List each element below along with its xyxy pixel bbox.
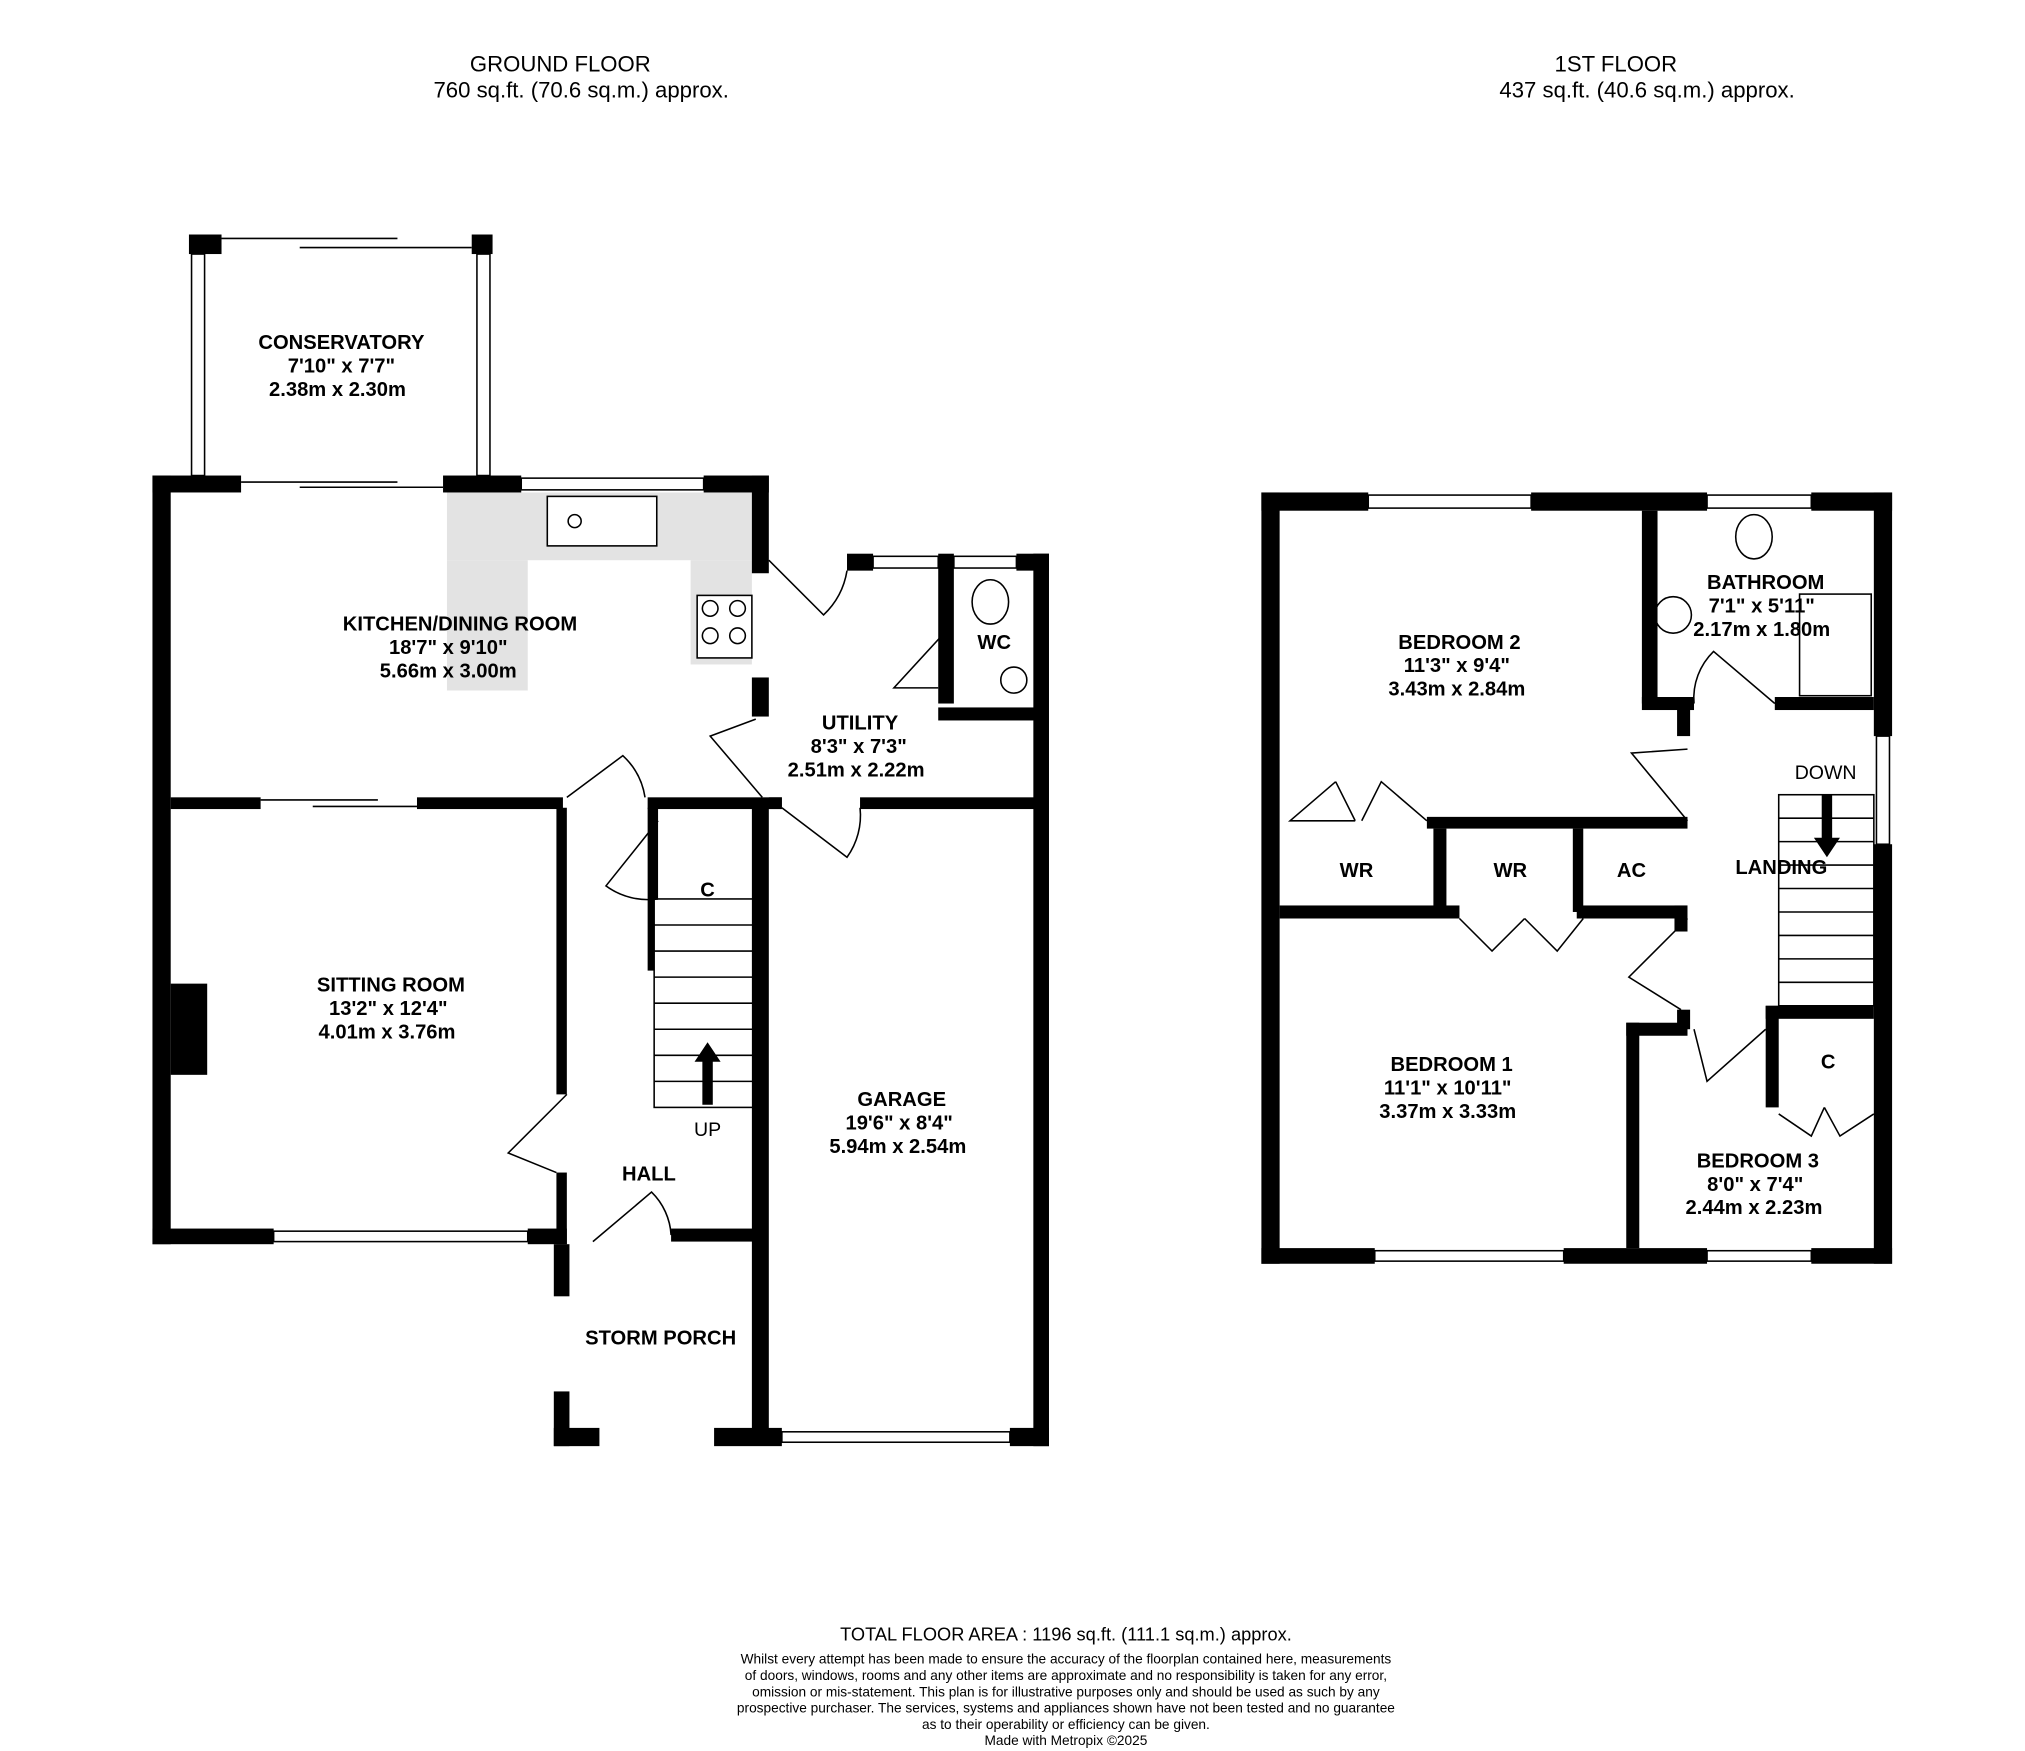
wc-label: WC — [977, 632, 1011, 654]
disclaimer-line: as to their operability or efficiency ca… — [922, 1717, 1210, 1732]
svg-text:7'1" x 5'11": 7'1" x 5'11" — [1709, 595, 1815, 617]
svg-text:8'3" x 7'3": 8'3" x 7'3" — [811, 736, 907, 758]
svg-text:5.94m x 2.54m: 5.94m x 2.54m — [829, 1136, 966, 1158]
svg-text:8'0" x 7'4": 8'0" x 7'4" — [1707, 1174, 1803, 1196]
sitting-room-label: SITTING ROOM 13'2" x 12'4" 4.01m x 3.76m — [317, 974, 465, 1043]
disclaimer-line: prospective purchaser. The services, sys… — [737, 1701, 1395, 1716]
svg-text:5.66m x 3.00m: 5.66m x 3.00m — [380, 660, 517, 682]
svg-text:2.44m x 2.23m: 2.44m x 2.23m — [1685, 1197, 1822, 1219]
conservatory-label: CONSERVATORY 7'10" x 7'7" 2.38m x 2.30m — [258, 332, 425, 401]
svg-text:BEDROOM 2: BEDROOM 2 — [1398, 632, 1520, 654]
airing-cupboard-label: AC — [1617, 860, 1647, 882]
svg-text:KITCHEN/DINING ROOM: KITCHEN/DINING ROOM — [343, 614, 577, 636]
first-floor-title: 1ST FLOOR — [1555, 52, 1678, 77]
bathroom-label: BATHROOM 7'1" x 5'11" 2.17m x 1.80m — [1693, 572, 1830, 641]
svg-text:3.43m x 2.84m: 3.43m x 2.84m — [1388, 679, 1525, 701]
cupboard-label-first: C — [1821, 1051, 1836, 1073]
storm-porch-label: STORM PORCH — [585, 1328, 736, 1350]
svg-text:4.01m x 3.76m: 4.01m x 3.76m — [319, 1021, 456, 1043]
svg-text:GARAGE: GARAGE — [857, 1089, 946, 1111]
garage-label: GARAGE 19'6" x 8'4" 5.94m x 2.54m — [829, 1089, 966, 1158]
svg-text:BATHROOM: BATHROOM — [1707, 572, 1824, 594]
svg-text:13'2" x 12'4": 13'2" x 12'4" — [329, 998, 448, 1020]
utility-label: UTILITY 8'3" x 7'3" 2.51m x 2.22m — [788, 713, 925, 782]
wardrobe-1-label: WR — [1340, 860, 1374, 882]
svg-text:11'1" x 10'11": 11'1" x 10'11" — [1384, 1077, 1512, 1099]
total-floor-area: TOTAL FLOOR AREA : 1196 sq.ft. (111.1 sq… — [840, 1623, 1292, 1644]
hall-label: HALL — [622, 1163, 676, 1185]
ground-stairs — [653, 898, 761, 1109]
disclaimer-line: of doors, windows, rooms and any other i… — [745, 1668, 1387, 1683]
disclaimer-line: omission or mis-statement. This plan is … — [752, 1684, 1380, 1699]
wardrobe-2-label: WR — [1493, 860, 1527, 882]
credit: Made with Metropix ©2025 — [985, 1733, 1148, 1748]
svg-text:CONSERVATORY: CONSERVATORY — [258, 332, 425, 354]
cupboard-label: C — [700, 879, 715, 901]
ground-floor-area: 760 sq.ft. (70.6 sq.m.) approx. — [433, 78, 728, 103]
svg-text:11'3" x 9'4": 11'3" x 9'4" — [1404, 655, 1510, 677]
down-label: DOWN — [1795, 762, 1857, 784]
first-floor-walls — [1261, 492, 1893, 1264]
svg-text:2.38m x 2.30m: 2.38m x 2.30m — [269, 379, 406, 401]
svg-text:SITTING ROOM: SITTING ROOM — [317, 974, 465, 996]
ground-floor-title: GROUND FLOOR — [470, 52, 651, 77]
bedroom-2-label: BEDROOM 2 11'3" x 9'4" 3.43m x 2.84m — [1388, 632, 1525, 701]
landing-label: LANDING — [1735, 857, 1827, 879]
svg-text:18'7" x 9'10": 18'7" x 9'10" — [389, 637, 508, 659]
first-stairs — [1777, 793, 1875, 1007]
disclaimer-line: Whilst every attempt has been made to en… — [741, 1652, 1392, 1667]
bedroom-3-label: BEDROOM 3 8'0" x 7'4" 2.44m x 2.23m — [1685, 1150, 1822, 1219]
svg-text:7'10" x 7'7": 7'10" x 7'7" — [288, 356, 395, 378]
svg-text:UTILITY: UTILITY — [822, 713, 899, 735]
svg-text:19'6" x 8'4": 19'6" x 8'4" — [845, 1113, 952, 1135]
svg-text:BEDROOM 3: BEDROOM 3 — [1697, 1150, 1819, 1172]
svg-text:BEDROOM 1: BEDROOM 1 — [1391, 1054, 1513, 1076]
ground-floor-walls — [152, 234, 1049, 1447]
first-floor-area: 437 sq.ft. (40.6 sq.m.) approx. — [1499, 78, 1794, 103]
kitchen-label: KITCHEN/DINING ROOM 18'7" x 9'10" 5.66m … — [343, 614, 577, 683]
svg-text:2.51m x 2.22m: 2.51m x 2.22m — [788, 759, 925, 781]
bedroom-1-label: BEDROOM 1 11'1" x 10'11" 3.37m x 3.33m — [1379, 1054, 1516, 1123]
up-label: UP — [694, 1119, 721, 1141]
svg-text:3.37m x 3.33m: 3.37m x 3.33m — [1379, 1101, 1516, 1123]
svg-text:2.17m x 1.80m: 2.17m x 1.80m — [1693, 619, 1830, 641]
